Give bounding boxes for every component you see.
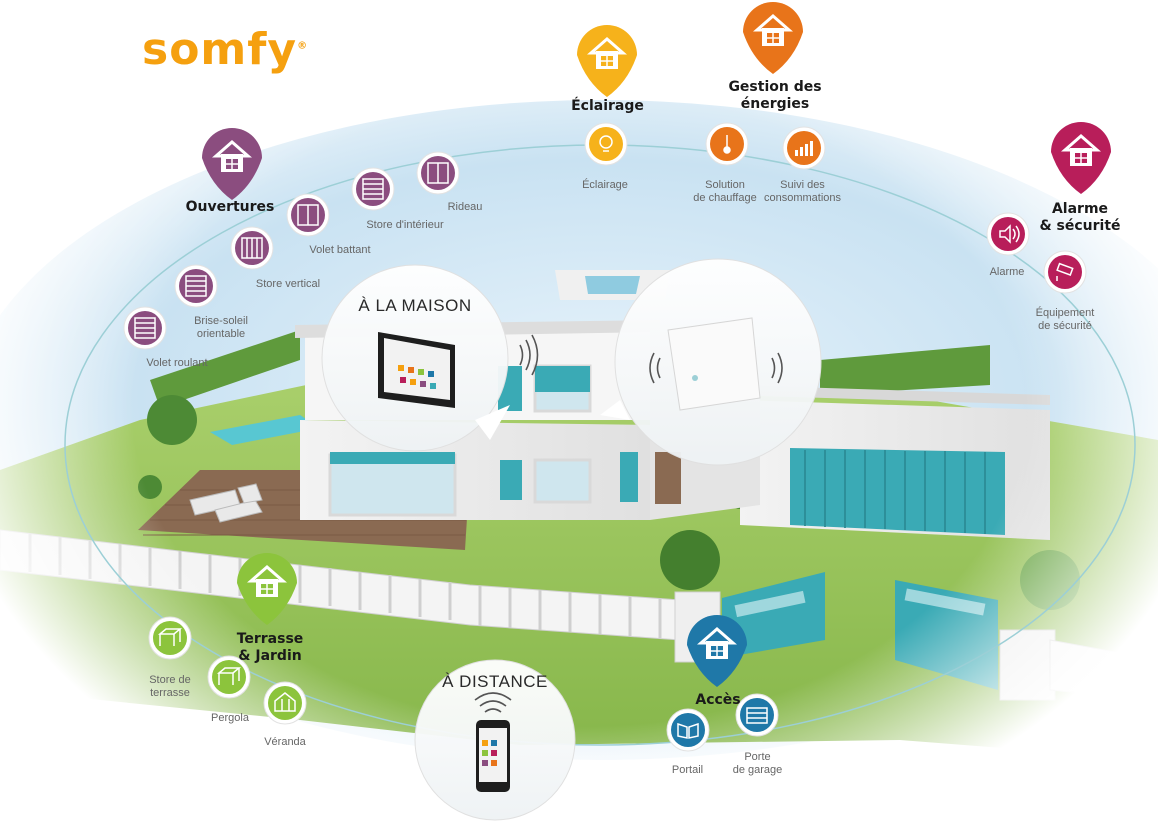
- brand-name: somfy: [142, 24, 298, 75]
- roller-shutter-icon: [134, 317, 156, 339]
- house-pin-icon: [587, 37, 627, 69]
- item-label-brise-soleil: Brise-soleil orientable: [194, 315, 248, 340]
- veranda-icon: [274, 692, 296, 712]
- bar-chart-icon: [795, 141, 813, 156]
- louvered-blind-icon: [185, 275, 207, 297]
- wireless-signal-icon: [649, 352, 783, 384]
- item-label-pergola: Pergola: [211, 712, 249, 724]
- somfy-logo: somfy®: [142, 24, 308, 75]
- indoor-blind-icon: [362, 178, 384, 200]
- item-label-porte-garage: Porte de garage: [732, 751, 783, 776]
- registered-mark: ®: [297, 40, 309, 52]
- zone-title-home: À LA MAISON: [358, 296, 472, 315]
- home-control-bubble: [321, 264, 539, 452]
- category-pin-openings[interactable]: [202, 128, 262, 200]
- item-button-store-vertical[interactable]: [230, 226, 274, 270]
- item-label-store-interieur: Store d'intérieur: [366, 219, 444, 231]
- item-label-eclairage: Éclairage: [582, 179, 628, 191]
- hub-bubble: [600, 258, 822, 466]
- swing-shutter-icon: [297, 204, 319, 226]
- item-button-brise-soleil[interactable]: [174, 264, 218, 308]
- tablet-device: [378, 332, 455, 408]
- house-pin-icon: [212, 140, 252, 172]
- item-label-solution-chauffage: Solution de chauffage: [693, 179, 757, 204]
- item-label-store-vertical: Store vertical: [255, 278, 321, 290]
- category-title-lighting: Éclairage: [571, 98, 644, 114]
- house-pin-icon: [697, 627, 737, 659]
- garage-door-icon: [746, 707, 768, 724]
- status-light: [692, 375, 698, 381]
- tahoma-box: [667, 317, 761, 411]
- zone-title-remote: À DISTANCE: [442, 672, 548, 691]
- item-label-alarme: Alarme: [989, 266, 1025, 278]
- category-title-access: Accès: [695, 692, 741, 708]
- house-pin-icon: [247, 565, 287, 597]
- category-pin-energy[interactable]: [743, 2, 803, 74]
- vertical-blind-icon: [241, 237, 263, 259]
- item-button-volet-roulant[interactable]: [123, 306, 167, 350]
- pergola-icon: [216, 667, 242, 685]
- category-title-energy: Gestion des énergies: [728, 79, 822, 112]
- wireless-signal-icon: [519, 334, 539, 376]
- item-label-volet-battant: Volet battant: [309, 244, 371, 256]
- gate-icon: [677, 722, 699, 739]
- item-label-volet-roulant: Volet roulant: [146, 357, 208, 369]
- item-button-securite[interactable]: [1043, 250, 1087, 294]
- category-title-garden: Terrasse & Jardin: [236, 631, 304, 664]
- thermometer-icon: [723, 135, 731, 154]
- item-label-equipement-securite: Équipement de sécurité: [1035, 307, 1095, 332]
- item-button-rideau[interactable]: [416, 151, 460, 195]
- house-pin-icon: [753, 14, 793, 46]
- category-pin-lighting[interactable]: [577, 25, 637, 97]
- item-button-consommations[interactable]: [782, 126, 826, 170]
- item-button-eclairage[interactable]: [584, 122, 628, 166]
- category-pin-garden[interactable]: [237, 553, 297, 625]
- item-button-veranda[interactable]: [263, 681, 307, 725]
- item-button-volet-battant[interactable]: [286, 193, 330, 237]
- item-label-portail: Portail: [671, 764, 704, 776]
- item-label-rideau: Rideau: [447, 201, 483, 213]
- item-button-chauffage[interactable]: [705, 122, 749, 166]
- item-button-pergola[interactable]: [207, 655, 251, 699]
- category-pin-access[interactable]: [687, 615, 747, 687]
- remote-control-bubble: [414, 659, 576, 821]
- category-title-alarm: Alarme & sécurité: [1039, 201, 1121, 234]
- wireless-signal-icon: [474, 692, 512, 713]
- item-label-suivi-consommations: Suivi des consommations: [763, 179, 842, 204]
- item-button-store-interieur[interactable]: [351, 167, 395, 211]
- category-pin-alarm[interactable]: [1051, 122, 1111, 194]
- item-button-alarme[interactable]: [986, 212, 1030, 256]
- item-button-portail[interactable]: [666, 708, 710, 752]
- curtain-icon: [427, 162, 449, 184]
- item-label-store-terrasse: Store de terrasse: [149, 674, 191, 699]
- item-button-store-terrasse[interactable]: [148, 616, 192, 660]
- item-label-veranda: Véranda: [264, 736, 306, 748]
- siren-speaker-icon: [999, 224, 1020, 244]
- light-bulb-icon: [599, 135, 613, 152]
- category-title-openings: Ouvertures: [185, 199, 275, 215]
- awning-icon: [157, 628, 183, 646]
- item-button-porte-garage[interactable]: [735, 693, 779, 737]
- security-camera-icon: [1056, 262, 1074, 281]
- house-pin-icon: [1061, 134, 1101, 166]
